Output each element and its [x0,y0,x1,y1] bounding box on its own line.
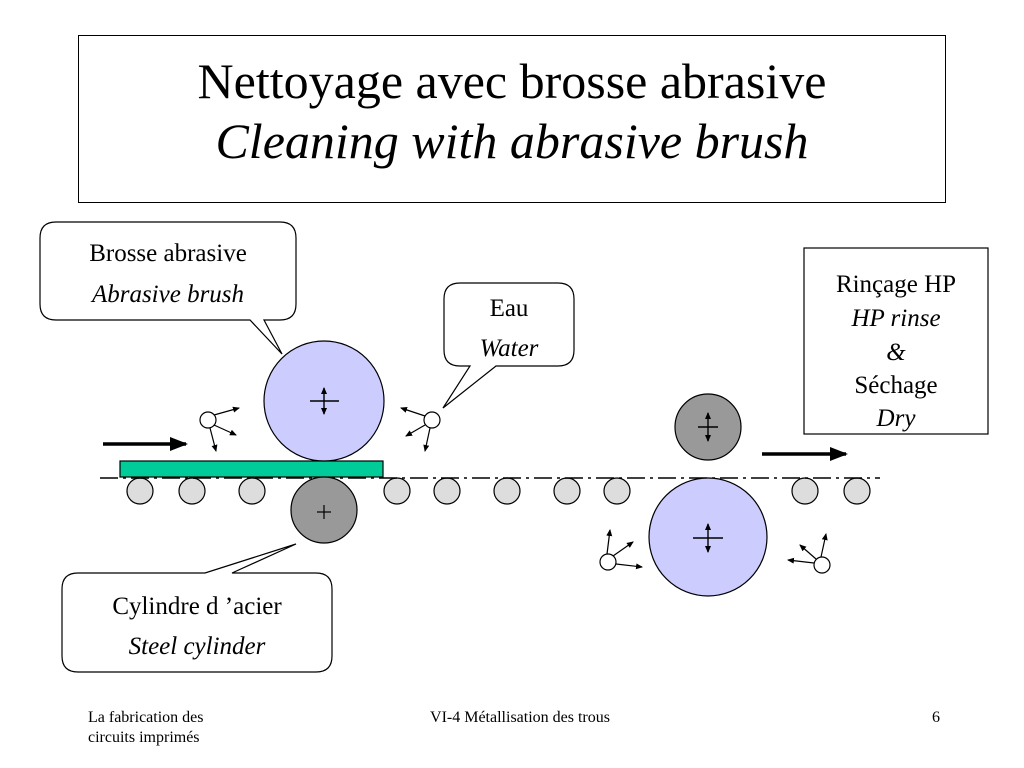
roller [493,477,521,505]
roller [126,477,154,505]
plus-icon [317,505,331,519]
conveyor-rollers [126,477,871,505]
roller [603,477,631,505]
rinse-ampersand: & [886,339,906,366]
roller [433,477,461,505]
callout-water-fr: Eau [490,295,529,322]
circuit-board [119,460,384,478]
roller [843,477,871,505]
roller [178,477,206,505]
callout-steel-fr: Cylindre d ’acier [112,593,282,620]
dry-en: Dry [876,405,917,432]
axis-motion-icon [310,387,339,415]
spray-nozzle-lower-left [599,529,643,571]
title-english: Cleaning with abrasive brush [215,113,809,169]
axis-motion-icon [698,412,718,442]
rinse-box: Rinçage HP HP rinse & Séchage Dry [803,247,989,435]
callout-brush-fr: Brosse abrasive [89,240,247,267]
roller [553,477,581,505]
callout-steel: Cylindre d ’acier Steel cylinder [61,543,333,673]
title-box: Nettoyage avec brosse abrasive Cleaning … [78,35,946,203]
rinse-fr: Rinçage HP [836,271,956,298]
title-french: Nettoyage avec brosse abrasive [197,53,827,109]
roller [383,477,411,505]
spray-nozzle-lower-right [787,533,831,574]
roller [238,477,266,505]
spray-nozzle-left [199,406,240,452]
callout-brush-en: Abrasive brush [90,281,244,308]
callout-water-en: Water [480,335,539,362]
footer-course-line2: circuits imprimés [88,729,200,746]
callout-brush: Brosse abrasive Abrasive brush [39,221,297,355]
footer-chapter: VI-4 Métallisation des trous [430,709,610,726]
callout-water: Eau Water [442,282,575,409]
footer-course: La fabrication des circuits imprimés [88,708,268,748]
axis-motion-icon [693,523,723,553]
dry-fr: Séchage [854,372,937,399]
footer-course-line1: La fabrication des [88,709,204,726]
roller [791,477,819,505]
rinse-en: HP rinse [850,305,940,332]
footer-page-number: 6 [932,709,940,726]
spray-nozzle-water [400,407,441,452]
callout-steel-en: Steel cylinder [129,633,266,660]
